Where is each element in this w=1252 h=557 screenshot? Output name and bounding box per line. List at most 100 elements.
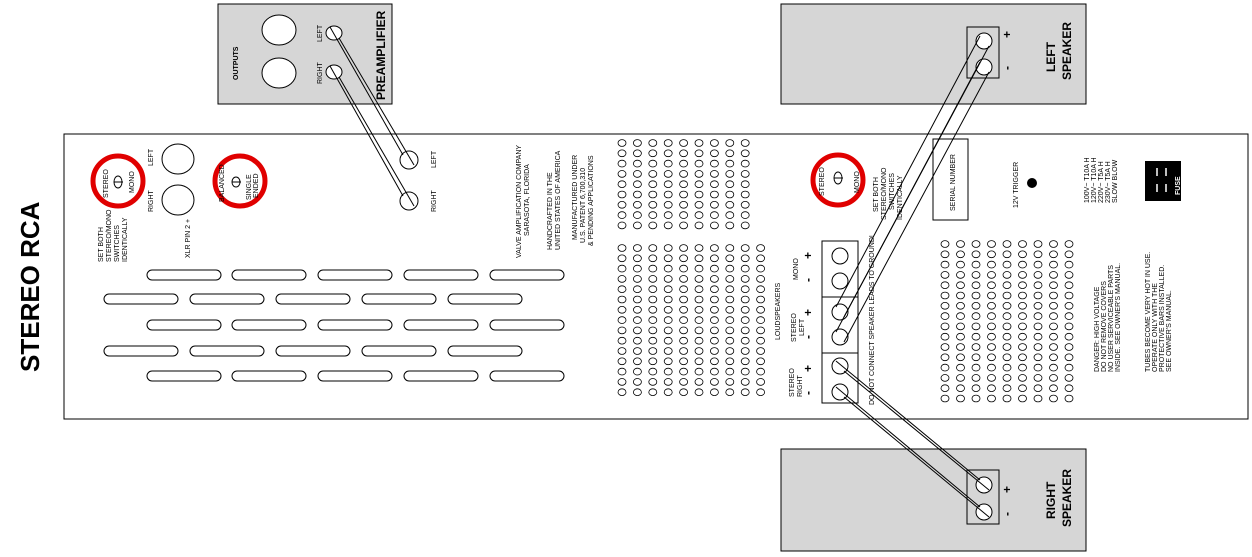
vent-hole xyxy=(1018,240,1027,248)
vent-hole xyxy=(679,201,688,209)
vent-hole xyxy=(1002,322,1012,331)
vent-hole xyxy=(1049,250,1058,259)
vent-hole xyxy=(633,180,642,189)
vent-slot xyxy=(103,293,179,305)
vent-hole xyxy=(648,388,658,397)
vent-hole xyxy=(940,374,950,382)
vent-hole xyxy=(756,275,765,283)
vent-hole xyxy=(617,378,627,386)
vent-hole xyxy=(740,357,750,366)
right-speaker-wire xyxy=(835,360,981,481)
vent-hole xyxy=(710,201,719,209)
vent-hole xyxy=(1064,384,1074,393)
vent-hole xyxy=(694,159,704,168)
vent-slot xyxy=(361,345,437,357)
vent-hole xyxy=(648,326,658,335)
vent-hole xyxy=(725,254,735,263)
vent-hole xyxy=(694,221,704,230)
vent-hole xyxy=(987,343,996,351)
vent-hole xyxy=(648,149,658,158)
vent-slot xyxy=(447,293,523,305)
vent-hole xyxy=(740,378,750,386)
vent-hole xyxy=(756,388,765,397)
vent-hole xyxy=(694,244,704,252)
vent-hole xyxy=(1002,363,1012,372)
vent-hole xyxy=(617,221,627,230)
vent-hole xyxy=(725,378,735,386)
vent-hole xyxy=(1033,312,1043,320)
vent-hole xyxy=(987,291,996,300)
danger-warning: DO NOT REMOVE COVERS xyxy=(1101,281,1108,372)
vent-hole xyxy=(725,347,735,355)
stereo-right-terminal-label: STEREO xyxy=(789,368,796,397)
vent-hole xyxy=(648,367,658,376)
vent-hole xyxy=(679,357,688,366)
vent-hole xyxy=(633,244,642,252)
vent-hole xyxy=(725,367,735,376)
vent-slot xyxy=(317,319,393,331)
danger-warning: DANGER: HIGH VOLTAGE xyxy=(1094,286,1101,372)
vent-hole xyxy=(940,301,950,310)
mono-label-2: MONO xyxy=(854,171,861,193)
vent-hole xyxy=(1049,343,1058,351)
vent-hole xyxy=(694,336,704,345)
set-both-note-2: IDENTICALLY xyxy=(897,175,904,220)
vent-hole xyxy=(725,336,735,345)
vent-hole xyxy=(1049,281,1058,290)
vent-slot xyxy=(489,370,565,382)
vent-hole xyxy=(1033,271,1043,279)
trigger-label: 12V TRIGGER xyxy=(1013,162,1020,208)
vent-hole xyxy=(956,394,965,403)
xlr-pin-label: XLR PIN 2 + xyxy=(185,219,192,258)
vent-hole xyxy=(679,221,688,230)
vent-hole xyxy=(725,139,735,147)
preamp-left-rca-jack xyxy=(325,25,343,41)
vent-hole xyxy=(663,180,673,189)
vent-hole xyxy=(648,244,658,252)
left-speaker-minus-terminal xyxy=(975,58,993,76)
vent-hole xyxy=(663,295,673,304)
vent-hole xyxy=(940,271,950,279)
vent-hole xyxy=(1018,250,1027,259)
voltage-rating: 230V~ T5A H xyxy=(1105,161,1112,203)
vent-holes xyxy=(617,139,1074,403)
vent-slot xyxy=(146,269,222,281)
vent-hole xyxy=(940,240,950,248)
vent-hole xyxy=(617,211,627,219)
vent-hole xyxy=(956,332,965,341)
mono-label: MONO xyxy=(129,171,136,193)
vent-hole xyxy=(663,149,673,158)
vent-hole xyxy=(679,347,688,355)
vent-hole xyxy=(756,244,765,252)
vent-slot xyxy=(275,293,351,305)
vent-hole xyxy=(740,159,750,168)
vent-hole xyxy=(710,295,719,304)
vent-hole xyxy=(1049,353,1058,362)
left-speaker-plus-terminal xyxy=(975,32,993,50)
loudspeakers-label: LOUDSPEAKERS xyxy=(775,282,782,340)
vent-hole xyxy=(617,201,627,209)
vent-hole xyxy=(756,264,765,273)
vent-hole xyxy=(1064,250,1074,259)
terminal-minus-label: - xyxy=(801,335,815,339)
vent-hole xyxy=(663,285,673,294)
terminal-plus-label: + xyxy=(801,252,815,259)
vent-hole xyxy=(648,316,658,324)
vent-hole xyxy=(756,285,765,294)
vent-hole xyxy=(679,295,688,304)
vent-hole xyxy=(740,316,750,324)
vent-hole xyxy=(940,281,950,290)
rca-cable-right xyxy=(329,65,404,197)
vent-hole xyxy=(756,347,765,355)
voltage-rating: SLOW BLOW xyxy=(1112,159,1119,203)
vent-hole xyxy=(1002,271,1012,279)
vent-hole xyxy=(633,139,642,147)
vent-hole xyxy=(971,363,981,372)
vent-hole xyxy=(1049,394,1058,403)
vent-hole xyxy=(1064,353,1074,362)
vent-hole xyxy=(1064,343,1074,351)
vent-slot xyxy=(317,370,393,382)
vent-hole xyxy=(740,180,750,189)
tubes-warning: TUBES BECOME VERY HOT IN USE. xyxy=(1145,252,1152,372)
vent-hole xyxy=(648,159,658,168)
